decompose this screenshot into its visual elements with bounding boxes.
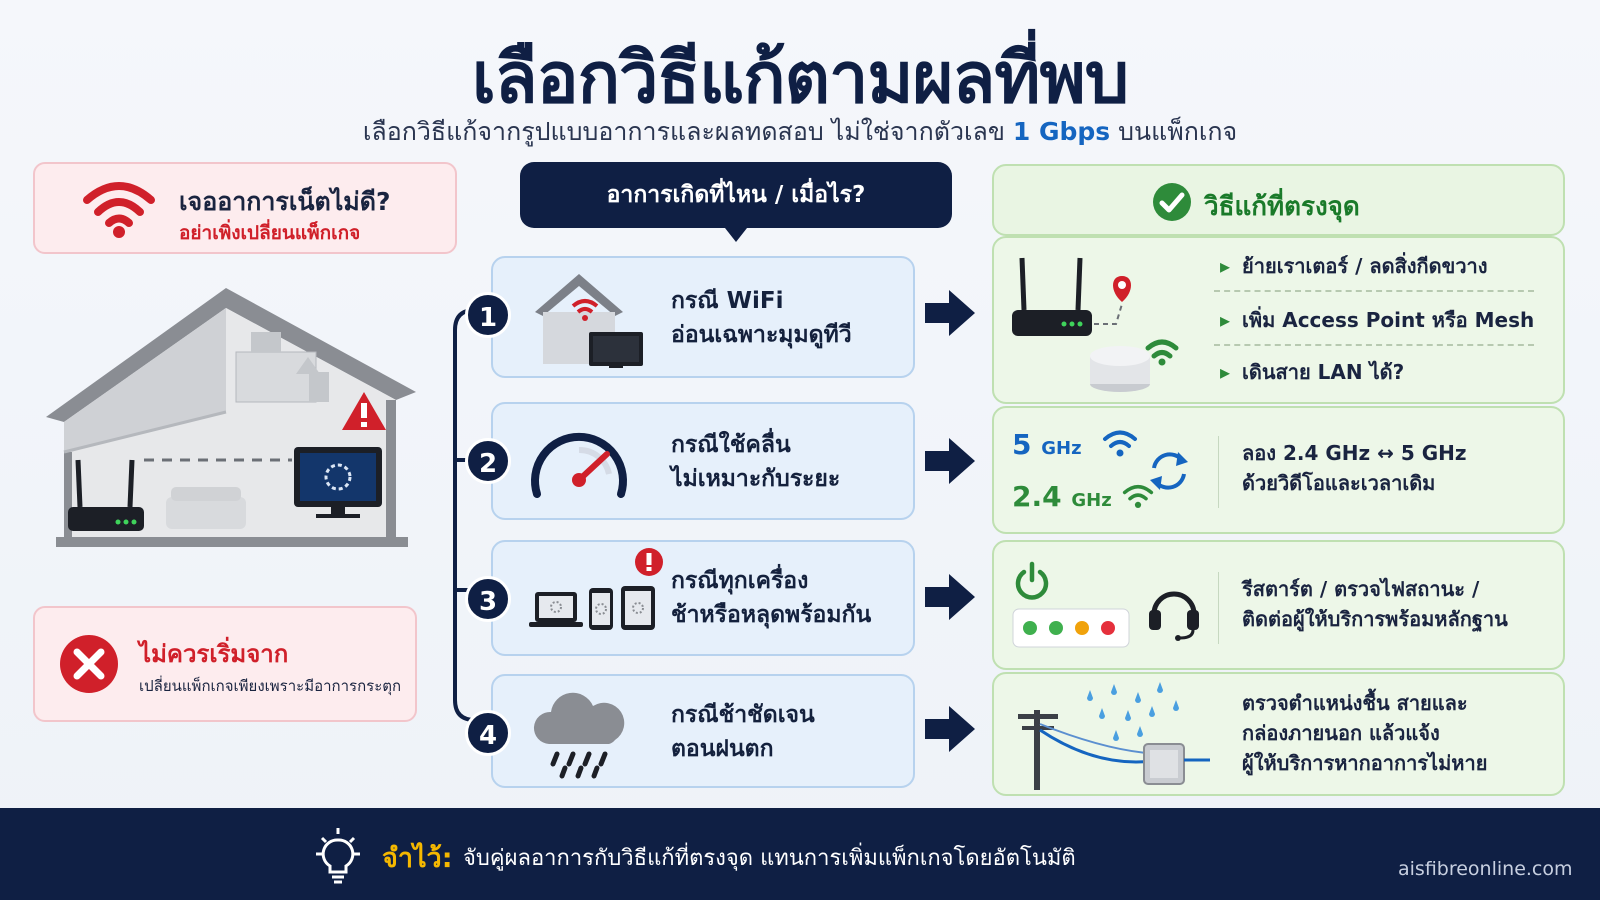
solution-line2: ด้วยวิดีโอและเวลาเดิม bbox=[1242, 471, 1436, 495]
solution-line2: ติดต่อผู้ให้บริการพร้อมหลักฐาน bbox=[1242, 607, 1508, 631]
solution-card-restart: รีสตาร์ต / ตรวจไฟสถานะ / ติดต่อผู้ให้บริ… bbox=[992, 540, 1565, 670]
case-card-rain: 4 กรณีช้าชัดเจน ตอนฝนตก bbox=[465, 674, 915, 788]
case-text: กรณีใช้คลื่น ไม่เหมาะกับระยะ bbox=[671, 428, 840, 496]
solution-bullet: เดินสาย LAN ได้? bbox=[1220, 356, 1404, 388]
case-text: กรณีช้าชัดเจน ตอนฝนตก bbox=[671, 698, 815, 766]
warning-title: เจออาการเน็ตไม่ดี? bbox=[179, 187, 391, 216]
solution-bullet: ย้ายเราเตอร์ / ลดสิ่งกีดขวาง bbox=[1220, 250, 1488, 282]
warning-subtitle: อย่าเพิ่งเปลี่ยนแพ็กเกจ bbox=[179, 222, 361, 244]
power-icon bbox=[1015, 561, 1049, 600]
arrow-right-icon bbox=[925, 290, 975, 336]
solution-text: ลอง 2.4 GHz ↔ 5 GHz ด้วยวิดีโอและเวลาเดิ… bbox=[1242, 438, 1467, 498]
warning-card: เจออาการเน็ตไม่ดี? อย่าเพิ่งเปลี่ยนแพ็กเ… bbox=[33, 162, 457, 254]
band-24-unit: GHz bbox=[1071, 490, 1112, 511]
arrow-right-icon bbox=[925, 438, 975, 484]
page-subtitle: เลือกวิธีแก้จากรูปแบบอาการและผลทดสอบ ไม่… bbox=[0, 112, 1600, 152]
wifi-icon bbox=[1122, 484, 1154, 508]
solution-text: ตรวจตำแหน่งชื้น สายและ กล่องภายนอก แล้วแ… bbox=[1242, 688, 1487, 778]
lightbulb-icon bbox=[316, 828, 360, 884]
check-icon bbox=[1153, 183, 1191, 221]
case-text: กรณี WiFi อ่อนเฉพาะมุมดูทีวี bbox=[671, 284, 852, 352]
solution-header-label: วิธีแก้ที่ตรงจุด bbox=[1204, 192, 1360, 222]
band-24-value: 2.4 bbox=[1012, 480, 1062, 513]
dont-card: ไม่ควรเริ่มจาก เปลี่ยนแพ็กเกจเพียงเพราะม… bbox=[33, 606, 417, 722]
case-line1: กรณีช้าชัดเจน bbox=[671, 702, 815, 728]
case-line2: อ่อนเฉพาะมุมดูทีวี bbox=[671, 322, 852, 348]
speedometer-icon bbox=[531, 432, 627, 498]
solution-card-band: 5 GHz 2.4 GHz ลอง 2.4 GHz ↔ 5 GHz ด้วยวิ… bbox=[992, 406, 1565, 534]
band-24ghz: 2.4 GHz bbox=[1012, 480, 1112, 513]
subtitle-text: เลือกวิธีแก้จากรูปแบบอาการและผลทดสอบ ไม่… bbox=[362, 117, 1005, 146]
case-line1: กรณีทุกเครื่อง bbox=[671, 568, 809, 594]
wifi-icon bbox=[1103, 430, 1137, 457]
page-title: เลือกวิธีแก้ตามผลที่พบ bbox=[471, 37, 1129, 119]
case-number: 3 bbox=[465, 576, 511, 622]
band-5-value: 5 bbox=[1012, 428, 1032, 461]
solution-header: วิธีแก้ที่ตรงจุด bbox=[992, 164, 1565, 236]
divider bbox=[1214, 344, 1534, 346]
symptom-header: อาการเกิดที่ไหน / เมื่อไร? bbox=[520, 162, 952, 228]
case-line1: กรณี WiFi bbox=[671, 288, 784, 314]
solution-line1: รีสตาร์ต / ตรวจไฟสถานะ / bbox=[1242, 577, 1480, 601]
devices-icon bbox=[529, 548, 663, 630]
solution-card-wifi: ย้ายเราเตอร์ / ลดสิ่งกีดขวาง เพิ่ม Acces… bbox=[992, 236, 1565, 404]
subtitle-suffix: บนแพ็กเกจ bbox=[1118, 117, 1238, 146]
band-5-unit: GHz bbox=[1041, 438, 1082, 459]
case-line2: ช้าหรือหลุดพร้อมกัน bbox=[671, 602, 872, 628]
wifi-alert-icon bbox=[83, 182, 155, 238]
case-text: กรณีทุกเครื่อง ช้าหรือหลุดพร้อมกัน bbox=[671, 564, 871, 632]
case-line1: กรณีใช้คลื่น bbox=[671, 432, 791, 458]
outdoor-line-icon bbox=[1018, 682, 1210, 790]
house-wifi-icon bbox=[535, 274, 643, 368]
swap-icon bbox=[1150, 452, 1188, 490]
case-card-all-devices: 3 กรณีทุกเครื่อง ช้าหรือหลุดพร้อมกัน bbox=[465, 540, 915, 656]
footer-text: จับคู่ผลอาการกับวิธีแก้ที่ตรงจุด แทนการเ… bbox=[463, 846, 1076, 871]
dont-subtitle: เปลี่ยนแพ็กเกจเพียงเพราะมีอาการกระตุก bbox=[139, 677, 402, 695]
case-line2: ตอนฝนตก bbox=[671, 736, 774, 762]
rain-cloud-icon bbox=[533, 692, 625, 779]
case-line2: ไม่เหมาะกับระยะ bbox=[671, 466, 841, 492]
dont-title: ไม่ควรเริ่มจาก bbox=[139, 640, 289, 668]
divider bbox=[1214, 290, 1534, 292]
solution-bullet: เพิ่ม Access Point หรือ Mesh bbox=[1220, 304, 1534, 336]
solution-line1: ลอง 2.4 GHz ↔ 5 GHz bbox=[1242, 441, 1467, 465]
case-card-wifi: 1 กรณี WiFi อ่อนเฉพาะมุมดูทีวี bbox=[465, 256, 915, 378]
solution-line2: กล่องภายนอก แล้วแจ้ง bbox=[1242, 721, 1440, 745]
router-mesh-icon bbox=[1012, 257, 1179, 392]
divider bbox=[1218, 572, 1219, 644]
case-number: 2 bbox=[465, 438, 511, 484]
close-icon bbox=[60, 635, 118, 693]
site-url: aisfibreonline.com bbox=[1398, 858, 1573, 880]
footer: จำไว้: จับคู่ผลอาการกับวิธีแก้ที่ตรงจุด … bbox=[0, 808, 1600, 900]
footer-key: จำไว้: bbox=[382, 843, 453, 874]
arrow-right-icon bbox=[925, 706, 975, 752]
band-5ghz: 5 GHz bbox=[1012, 428, 1082, 461]
solution-line1: ตรวจตำแหน่งชื้น สายและ bbox=[1242, 691, 1468, 715]
solution-text: รีสตาร์ต / ตรวจไฟสถานะ / ติดต่อผู้ให้บริ… bbox=[1242, 574, 1508, 634]
case-number: 4 bbox=[465, 710, 511, 756]
down-arrow-icon bbox=[725, 228, 747, 242]
status-lights-icon bbox=[1012, 608, 1130, 648]
case-number: 1 bbox=[465, 292, 511, 338]
subtitle-highlight: 1 Gbps bbox=[1012, 117, 1111, 146]
case-card-frequency: 2 กรณีใช้คลื่น ไม่เหมาะกับระยะ bbox=[465, 402, 915, 520]
arrow-right-icon bbox=[925, 574, 975, 620]
divider bbox=[1218, 436, 1219, 508]
solution-line3: ผู้ให้บริการหากอาการไม่หาย bbox=[1242, 751, 1488, 775]
house-illustration bbox=[46, 288, 416, 547]
headset-icon bbox=[1149, 591, 1199, 641]
solution-card-outdoor: ตรวจตำแหน่งชื้น สายและ กล่องภายนอก แล้วแ… bbox=[992, 672, 1565, 796]
